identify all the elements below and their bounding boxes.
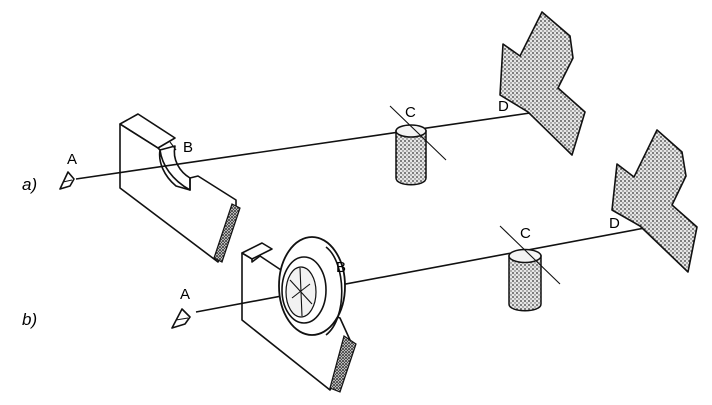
panel-a-sight-line <box>75 112 531 180</box>
panel-b-aperture-block <box>241 236 357 393</box>
panel-a-rod <box>389 105 447 186</box>
panel-b: b) A B C <box>22 129 698 393</box>
panel-b-label-target: D <box>609 215 620 232</box>
panel-a-aperture-block <box>119 113 241 263</box>
panel-b-label-aperture: B <box>336 259 346 276</box>
panel-b-label-eye: A <box>180 286 190 303</box>
panel-a-label-rod: C <box>405 104 416 121</box>
panel-b-rod <box>499 225 561 312</box>
panel-a-eye-icon <box>59 171 75 190</box>
panel-b-sight-line <box>195 227 646 313</box>
panel-b-target <box>611 129 698 273</box>
panel-a-caption: a) <box>22 175 37 194</box>
panel-b-label-rod: C <box>520 225 531 242</box>
panel-a-label-eye: A <box>67 151 77 168</box>
panel-a: a) A B C <box>22 11 586 263</box>
panel-a-label-aperture: B <box>183 139 193 156</box>
panel-a-label-target: D <box>498 98 509 115</box>
panel-a-target <box>499 11 586 156</box>
panel-b-caption: b) <box>22 310 37 329</box>
panel-b-eye-icon <box>171 308 191 329</box>
